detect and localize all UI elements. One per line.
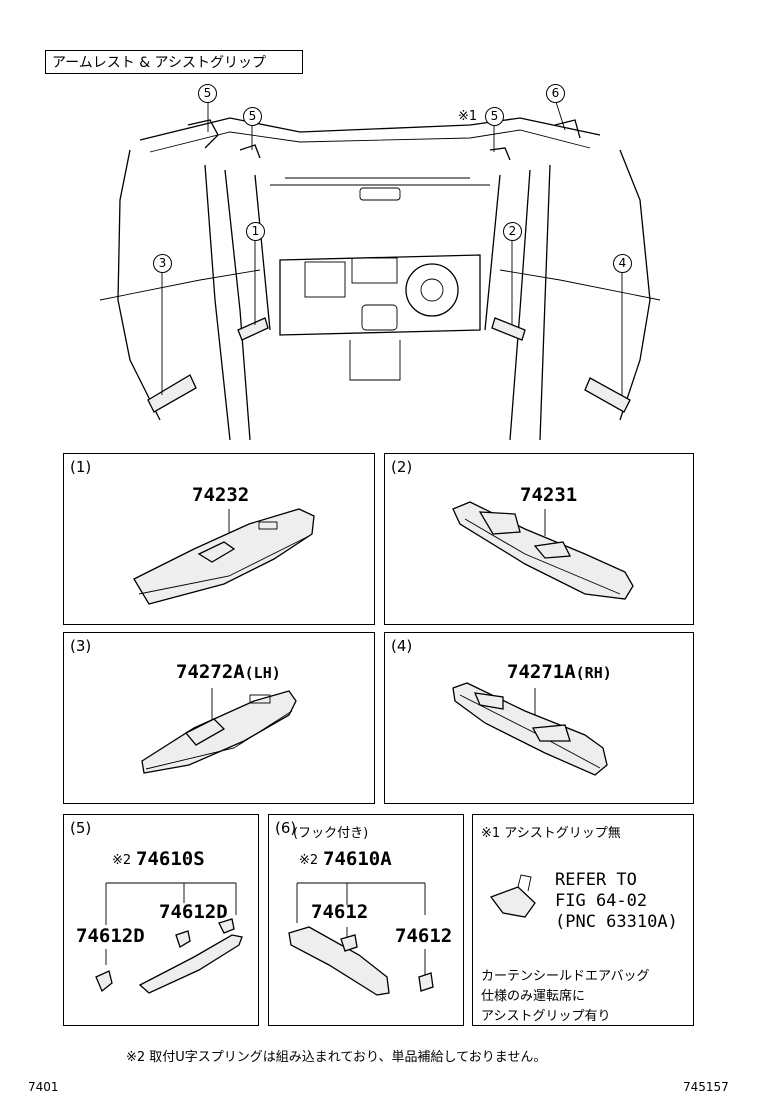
callout-6: 6 — [546, 84, 565, 103]
callout-3: 3 — [153, 254, 172, 273]
panel-4-number: (4) — [391, 637, 413, 655]
panel-3: (3) 74272A(LH) — [63, 632, 375, 804]
panel-5-mark: ※2 — [112, 853, 132, 868]
part-number-74610A: 74610A — [323, 848, 392, 870]
note-mark-1: ※1 — [458, 109, 478, 124]
overview-drawing — [99, 101, 661, 441]
panel-5-number: (5) — [70, 819, 92, 837]
part-number-74272A: 74272A(LH) — [176, 661, 281, 683]
panel-3-number: (3) — [70, 637, 92, 655]
callout-5c: 5 — [485, 107, 504, 126]
part-number-74610S: 74610S — [136, 848, 205, 870]
part-number-74612D-b: 74612D — [76, 925, 145, 947]
refer-line-3: (PNC 63310A) — [555, 912, 678, 932]
callout-5a: 5 — [198, 84, 217, 103]
panel-1: (1) 74232 — [63, 453, 375, 625]
callout-4: 4 — [613, 254, 632, 273]
part-number-74612-a: 74612 — [311, 901, 369, 923]
callout-5b: 5 — [243, 107, 262, 126]
panel-1-number: (1) — [70, 458, 92, 476]
callout-1: 1 — [246, 222, 265, 241]
panel-6: (6) (フック付き) ※2 74610A 74612 74612 — [268, 814, 464, 1026]
grip-74610S-drawing — [95, 882, 243, 994]
panel-6-number: (6) — [275, 819, 297, 837]
armrest-74231-drawing — [452, 501, 634, 600]
part-number-74232: 74232 — [192, 484, 250, 506]
note-panel-title: ※1 アシストグリップ無 — [481, 826, 621, 841]
part-number-74612-b: 74612 — [395, 925, 453, 947]
panel-2: (2) 74231 — [384, 453, 694, 625]
panel-2-number: (2) — [391, 458, 413, 476]
note-panel: ※1 アシストグリップ無 REFER TO FIG 64-02 (PNC 633… — [472, 814, 694, 1026]
part-number-74271A: 74271A(RH) — [507, 661, 612, 683]
overview-illustration: 5 5 ※1 5 6 1 2 3 4 — [0, 0, 760, 450]
panel-5: (5) ※2 74610S 74612D 74612D — [63, 814, 259, 1026]
refer-line-1: REFER TO — [555, 870, 637, 890]
grip-74610A-drawing — [288, 882, 434, 996]
footer-page-code: 7401 — [28, 1080, 59, 1094]
note-jp-line-2: 仕様のみ運転席に — [481, 989, 586, 1004]
panel-4: (4) 74271A(RH) — [384, 632, 694, 804]
clip-drawing — [489, 874, 536, 918]
footer-figure-code: 745157 — [683, 1080, 729, 1094]
armrest-74232-drawing — [133, 508, 315, 605]
armrest-74272A-drawing — [141, 688, 297, 774]
refer-line-2: FIG 64-02 — [555, 891, 648, 911]
part-number-74612D-a: 74612D — [159, 901, 228, 923]
panel-6-note: (フック付き) — [293, 826, 369, 841]
callout-2: 2 — [503, 222, 522, 241]
part-number-74231: 74231 — [520, 484, 578, 506]
section-title: アームレスト & アシストグリップ — [45, 50, 303, 74]
note-jp-line-3: アシストグリップ有り — [481, 1009, 611, 1024]
panel-6-mark: ※2 — [299, 853, 319, 868]
footnote: ※2 取付U字スプリングは組み込まれており、単品補給しておりません。 — [126, 1050, 547, 1065]
note-jp-line-1: カーテンシールドエアバッグ — [481, 969, 650, 984]
armrest-74271A-drawing — [452, 682, 608, 776]
